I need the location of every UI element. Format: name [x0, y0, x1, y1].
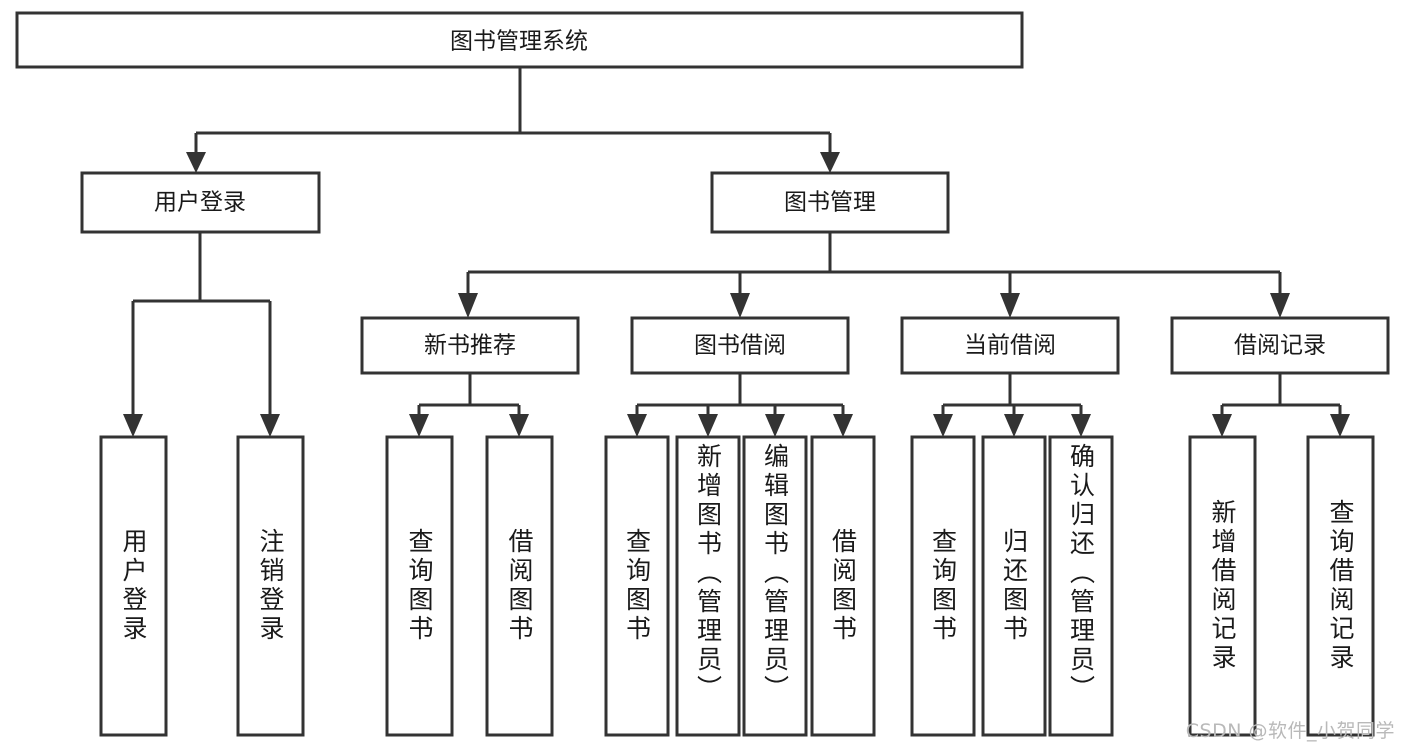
edge-book-borrow-to-bus — [635, 373, 845, 418]
node-leaf-query-book-3-box[interactable] — [910, 435, 976, 737]
edge-new-book-rec-to-bus — [417, 373, 521, 418]
arrow-head-to-book-manage — [820, 152, 840, 173]
node-borrow-record[interactable]: 借阅记录 — [1170, 316, 1390, 375]
node-user-login-label: 用户登录 — [154, 190, 246, 216]
edge-root-to-bus — [194, 67, 832, 155]
arrow-head-to-leaf-logout — [260, 414, 280, 437]
arrow-head-to-leaf-confirm-return — [1071, 414, 1091, 437]
node-book-borrow[interactable]: 图书借阅 — [630, 316, 850, 375]
arrow-head-to-new-book-rec — [458, 293, 478, 318]
connector-layer — [123, 67, 1350, 437]
node-book-manage[interactable]: 图书管理 — [710, 171, 950, 234]
arrow-head-to-leaf-add-record — [1212, 414, 1232, 437]
arrow-head-to-leaf-query-book-3 — [933, 414, 953, 437]
node-leaf-borrow-book-1-box[interactable] — [485, 435, 554, 737]
arrow-head-to-leaf-query-book-1 — [409, 414, 429, 437]
node-leaf-edit-book-box[interactable] — [742, 435, 808, 737]
node-layer: 图书管理系统 用户登录 图书管理 新书推荐 图书借阅 当前 — [15, 11, 1390, 737]
node-user-login-box[interactable] — [80, 171, 321, 234]
arrow-head-to-leaf-edit-book — [765, 414, 785, 437]
node-borrow-record-label: 借阅记录 — [1234, 333, 1326, 359]
node-root[interactable]: 图书管理系统 — [15, 11, 1024, 69]
node-new-book-rec-label: 新书推荐 — [424, 333, 516, 359]
edge-user-login-to-bus — [131, 232, 272, 418]
arrow-head-to-user-login — [186, 152, 206, 173]
arrow-head-to-borrow-record — [1270, 293, 1290, 318]
node-leaf-query-book-2-box[interactable] — [604, 435, 670, 737]
node-root-box[interactable] — [15, 11, 1024, 69]
node-current-borrow-label: 当前借阅 — [964, 333, 1056, 359]
csdn-watermark: CSDN @软件_小贺同学 — [1185, 720, 1395, 742]
arrow-head-to-leaf-query-book-2 — [627, 414, 647, 437]
node-user-login[interactable]: 用户登录 — [80, 171, 321, 234]
node-new-book-rec[interactable]: 新书推荐 — [360, 316, 580, 375]
node-book-manage-label: 图书管理 — [784, 190, 876, 216]
edge-borrow-record-to-bus — [1220, 373, 1342, 418]
node-book-borrow-box[interactable] — [630, 316, 850, 375]
node-leaf-add-book-box[interactable] — [675, 435, 741, 737]
arrow-head-to-leaf-borrow-book-2 — [833, 414, 853, 437]
node-root-label: 图书管理系统 — [450, 29, 588, 55]
node-current-borrow[interactable]: 当前借阅 — [900, 316, 1120, 375]
node-leaf-query-book-1-box[interactable] — [385, 435, 454, 737]
node-borrow-record-box[interactable] — [1170, 316, 1390, 375]
node-leaf-confirm-return-box[interactable] — [1048, 435, 1114, 737]
edge-current-borrow-to-bus — [941, 373, 1083, 418]
node-leaf-query-record-box[interactable] — [1306, 435, 1375, 737]
node-leaf-logout-box[interactable] — [236, 435, 305, 737]
arrow-head-to-current-borrow — [1000, 293, 1020, 318]
node-leaf-user-login-box[interactable] — [99, 435, 168, 737]
node-current-borrow-box[interactable] — [900, 316, 1120, 375]
node-book-manage-box[interactable] — [710, 171, 950, 234]
arrow-head-to-leaf-add-book — [698, 414, 718, 437]
arrow-head-to-leaf-return-book — [1004, 414, 1024, 437]
edge-book-manage-to-bus — [466, 232, 1282, 296]
node-leaf-add-record-box[interactable] — [1188, 435, 1257, 737]
node-leaf-borrow-book-2-box[interactable] — [810, 435, 876, 737]
node-new-book-rec-box[interactable] — [360, 316, 580, 375]
node-book-borrow-label: 图书借阅 — [694, 333, 786, 359]
arrow-head-to-leaf-query-record — [1330, 414, 1350, 437]
arrow-head-to-book-borrow — [730, 293, 750, 318]
arrow-head-to-leaf-borrow-book-1 — [509, 414, 529, 437]
node-leaf-return-book-box[interactable] — [981, 435, 1047, 737]
arrow-head-to-leaf-user-login — [123, 414, 143, 437]
